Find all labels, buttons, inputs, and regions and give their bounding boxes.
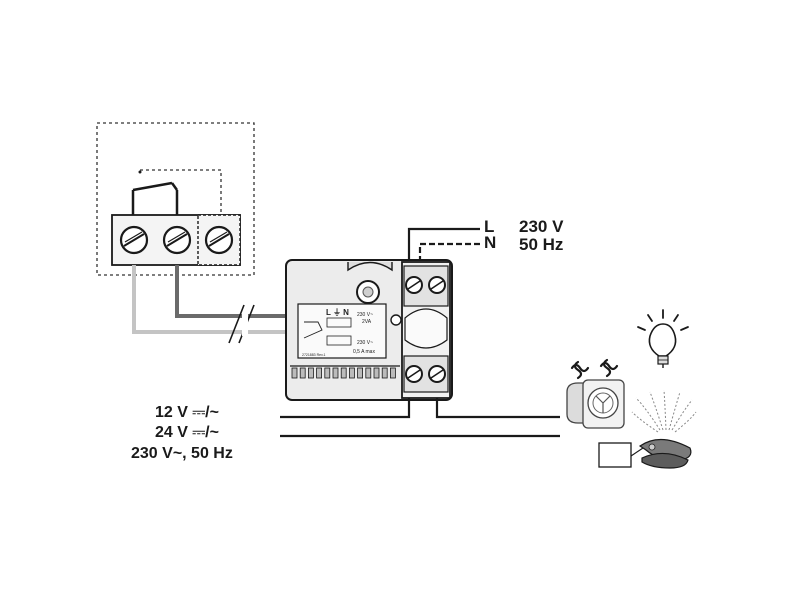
module-vent-teeth: [291, 367, 396, 379]
control-wires: [132, 265, 287, 344]
switch-contact-icon: [131, 170, 179, 215]
supply-voltage: 230 V: [519, 217, 564, 236]
fan-icon: [566, 358, 625, 429]
line-label: L: [484, 217, 494, 236]
vent-tooth: [373, 367, 380, 379]
relay-module: L ⏚ N 230 V~ 2VA 230 V~ 0,5 A max 272188…: [285, 259, 453, 401]
load-voltage-230v: 230 V~, 50 Hz: [131, 445, 233, 462]
valve-icon: [598, 438, 692, 469]
load-voltage-12v: 12 V ⎓/~: [155, 404, 219, 421]
vent-tooth: [316, 367, 323, 379]
terminal-screw-icon: [428, 365, 446, 383]
vent-tooth: [348, 367, 355, 379]
terminal-screw-icon: [428, 276, 446, 294]
vent-tooth: [381, 367, 388, 379]
terminal-screw-icon: [405, 276, 423, 294]
load-voltage-24v: 24 V ⎓/~: [155, 424, 219, 441]
vent-tooth: [340, 367, 347, 379]
vent-tooth: [365, 367, 372, 379]
module-code: 2721883 Rev.1: [302, 353, 326, 357]
module-rating-top2: 2VA: [362, 319, 372, 325]
terminal-screw-icon: [119, 225, 149, 255]
vent-tooth: [291, 367, 298, 379]
switch-box: [96, 122, 255, 276]
vent-tooth: [324, 367, 331, 379]
module-rating-top: 230 V~: [357, 312, 373, 318]
supply-lines: [407, 227, 480, 262]
module-terminal-label: L ⏚ N: [326, 308, 349, 317]
terminal-screw-icon: [204, 225, 234, 255]
terminal-screw-icon: [162, 225, 192, 255]
supply-frequency: 50 Hz: [519, 235, 563, 254]
lamp-icon: [637, 309, 689, 368]
neutral-label: N: [484, 233, 496, 252]
terminal-screw-icon: [405, 365, 423, 383]
vent-tooth: [357, 367, 364, 379]
sprinkler-icon: [631, 389, 697, 433]
vent-tooth: [332, 367, 339, 379]
vent-tooth: [307, 367, 314, 379]
module-rating-bottom: 230 V~: [357, 340, 373, 346]
vent-tooth: [389, 367, 396, 379]
output-wires: [280, 398, 560, 438]
module-rating-bottom2: 0,5 A max: [353, 349, 375, 355]
vent-tooth: [299, 367, 306, 379]
